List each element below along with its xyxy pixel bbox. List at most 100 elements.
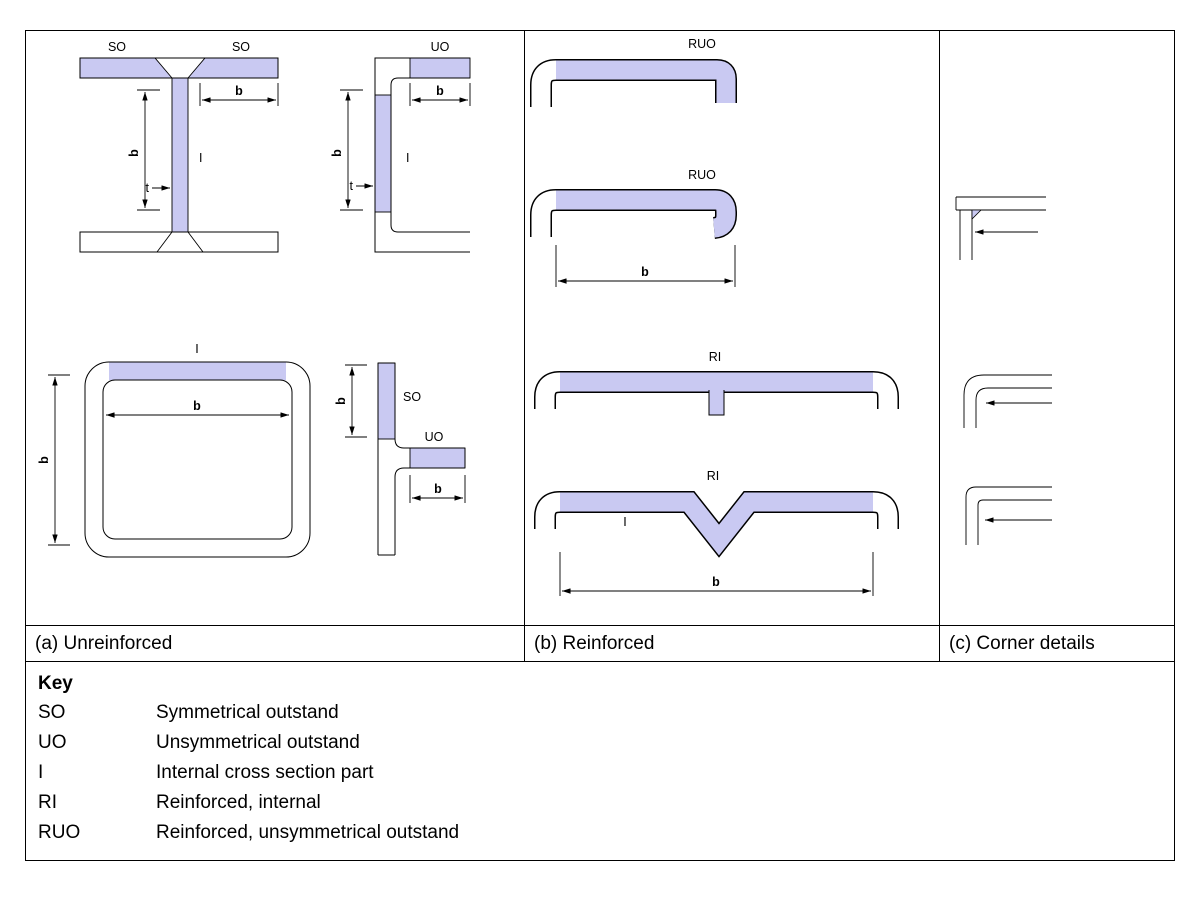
rhs-inner-outline — [102, 379, 293, 540]
web-highlight-i — [374, 94, 392, 213]
tail-left-fill — [535, 492, 562, 529]
strip-highlight — [556, 60, 736, 103]
label-b-inner: b — [193, 399, 201, 413]
ri-vgroove-diagram — [534, 491, 899, 596]
hollow-section-diagram — [48, 361, 311, 558]
channel-outer-outline — [374, 57, 470, 253]
dim-b-extension-lines — [559, 552, 874, 596]
label-b-branch: b — [434, 482, 442, 496]
dim-b-vert-ticks — [345, 364, 367, 438]
flange-highlight-so-left — [79, 57, 173, 79]
panel-corner-details — [940, 31, 1174, 625]
label-b-flange: b — [436, 84, 444, 98]
key-desc: Reinforced, unsymmetrical outstand — [156, 822, 460, 843]
ruo-curled-lip-diagram — [530, 189, 737, 287]
key-abbr: I — [38, 762, 44, 783]
label-ruo-1: RUO — [688, 37, 716, 51]
diagram-row: SO SO b I b t — [26, 31, 1174, 625]
key-abbr: UO — [38, 732, 67, 753]
label-so-flange-right: SO — [232, 40, 250, 54]
label-b-outer: b — [37, 456, 51, 464]
key-section: Key SO Symmetrical outstand UO Unsymmetr… — [26, 662, 1174, 860]
label-i-vgroove: I — [623, 515, 626, 529]
label-ri-vgroove: RI — [707, 469, 720, 483]
tail-fill — [531, 60, 558, 107]
outer-surface — [963, 374, 1052, 428]
label-so-leg: SO — [403, 390, 421, 404]
label-uo-branch: UO — [425, 430, 444, 444]
key-abbr: SO — [38, 702, 66, 723]
rhs-outer-outline — [84, 361, 311, 558]
tail-fill — [531, 190, 558, 237]
bottom-fillet-lines — [156, 231, 204, 253]
dim-b-outer-ticks — [48, 374, 70, 546]
panel-c-drawing — [955, 196, 1052, 545]
dim-b-branch-ticks — [409, 475, 466, 503]
tail-left-fill — [535, 372, 562, 409]
tail-right-fill — [871, 372, 898, 409]
ri-rib-diagram — [534, 371, 899, 416]
label-i-web: I — [199, 151, 202, 165]
caption-row: (a) Unreinforced (b) Reinforced (c) Corn… — [26, 625, 1174, 662]
key-desc: Internal cross section part — [156, 762, 374, 783]
branch-highlight-uo — [409, 447, 466, 469]
key-desc: Reinforced, internal — [156, 792, 321, 813]
leg-highlight-so — [377, 362, 396, 440]
panel-reinforced: RUO RUO b — [525, 31, 940, 625]
label-i-wall: I — [195, 342, 198, 356]
label-ri-rib: RI — [709, 350, 722, 364]
strip-highlight — [560, 492, 873, 556]
channel-section-diagram — [340, 57, 471, 253]
i-section-diagram — [79, 57, 279, 253]
key-entry-so: SO Symmetrical outstand — [38, 698, 1174, 728]
caption-corner-details: (c) Corner details — [940, 625, 1174, 662]
key-title: Key — [38, 673, 73, 694]
corner-detail-small-radius — [965, 486, 1052, 545]
label-i-web: I — [406, 151, 409, 165]
strip-highlight — [556, 190, 736, 238]
key-desc: Unsymmetrical outstand — [156, 732, 360, 753]
horizontal-sheet — [955, 196, 1046, 211]
dim-b-vert-ticks — [340, 89, 363, 211]
wall-highlight-i — [109, 362, 286, 380]
label-ruo-2: RUO — [688, 168, 716, 182]
corner-detail-large-radius — [963, 374, 1052, 428]
label-b-web: b — [127, 149, 141, 157]
caption-reinforced: (b) Reinforced — [525, 625, 940, 662]
label-b-ruo: b — [641, 265, 649, 279]
outer-surface — [965, 486, 1052, 545]
panel-unreinforced: SO SO b I b t — [26, 31, 525, 625]
tee-section-diagram — [345, 362, 466, 556]
ruo-straight-lip-diagram — [530, 59, 737, 107]
label-uo-flange: UO — [431, 40, 450, 54]
caption-unreinforced: (a) Unreinforced — [26, 625, 525, 662]
key-entry-i: I Internal cross section part — [38, 758, 1174, 788]
label-t-web: t — [350, 179, 354, 193]
dim-b-extension-lines — [199, 83, 279, 106]
corner-detail-sharp — [955, 196, 1046, 260]
top-flange-outline — [79, 57, 279, 79]
label-so-flange-left: SO — [108, 40, 126, 54]
inner-surface — [977, 499, 1052, 545]
label-t-web: t — [146, 181, 150, 195]
key-desc: Symmetrical outstand — [156, 702, 339, 723]
web-highlight-i — [171, 77, 189, 233]
corner-fillet-highlight — [971, 209, 982, 220]
key-abbr: RUO — [38, 822, 81, 843]
key-entry-ri: RI Reinforced, internal — [38, 788, 1174, 818]
label-b-leg: b — [334, 397, 348, 405]
key-entry-uo: UO Unsymmetrical outstand — [38, 728, 1174, 758]
flange-highlight-uo — [409, 57, 471, 79]
rib-stiffener — [708, 390, 725, 416]
tee-outline — [377, 362, 466, 556]
dim-b-extension-lines — [555, 245, 736, 287]
dim-b-vert-ticks — [137, 89, 160, 211]
key-entry-ruo: RUO Reinforced, unsymmetrical outstand — [38, 818, 1174, 848]
figure-table: SO SO b I b t — [25, 30, 1175, 861]
flange-highlight-so-right — [187, 57, 279, 79]
bottom-flange-outline — [79, 231, 279, 253]
dim-b-extension-lines — [409, 83, 471, 106]
label-b-web: b — [330, 149, 344, 157]
channel-inner-outline — [390, 77, 470, 233]
